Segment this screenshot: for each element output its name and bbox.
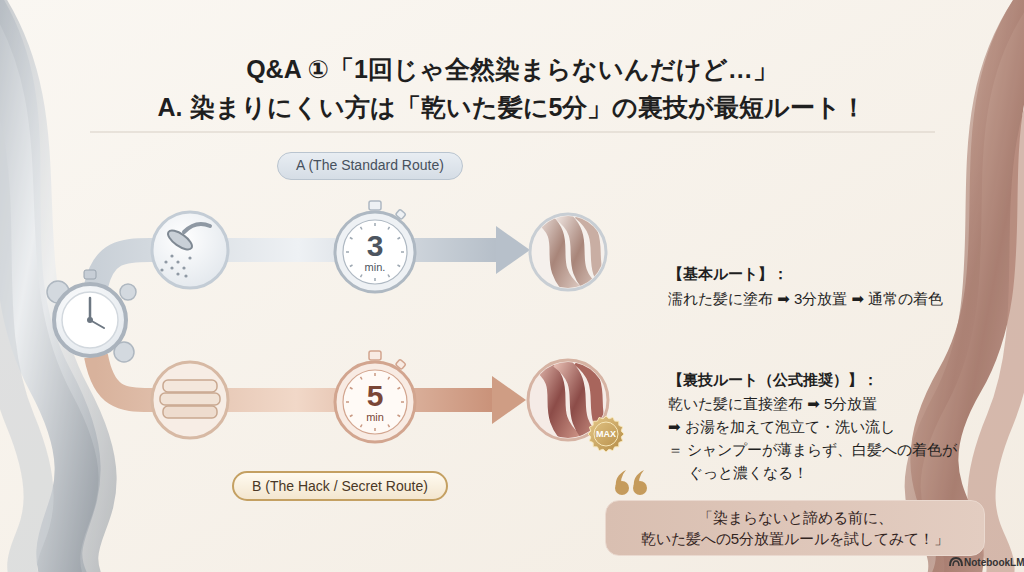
shower-icon bbox=[152, 212, 228, 288]
route-step: ➡ お湯を加えて泡立て・洗い流し bbox=[668, 415, 895, 438]
quote-marks bbox=[615, 470, 647, 495]
quote-box: 「染まらないと諦める前に、 乾いた髪への5分放置ルールを試してみて！」 bbox=[605, 500, 985, 556]
route-step: 濡れた髪に塗布 ➡ 3分放置 ➡ 通常の着色 bbox=[668, 287, 943, 310]
route-pill: A (The Standard Route) bbox=[277, 152, 463, 180]
stopwatch-text: 5 bbox=[367, 381, 384, 411]
stopwatch-text: min bbox=[366, 411, 384, 423]
route-heading: 【裏技ルート（公式推奨）】： bbox=[668, 368, 878, 391]
hair-right bbox=[913, 0, 1024, 572]
route-pill-text: B (The Hack / Secret Route) bbox=[252, 473, 428, 500]
watermark: NotebookLM bbox=[964, 557, 1024, 569]
stopwatch: 3min. bbox=[333, 210, 417, 294]
max-badge-text: MAX bbox=[596, 429, 616, 439]
notebooklm-logo bbox=[950, 558, 962, 566]
route-pill: B (The Hack / Secret Route) bbox=[232, 471, 448, 501]
subtitle: A. 染まりにくい方は「乾いた髪に5分」の裏技が最短ルート！ bbox=[0, 90, 1024, 124]
towel-icon bbox=[152, 362, 228, 438]
route-heading: 【基本ルート】： bbox=[668, 262, 788, 285]
route-result: ＝ シャンプーが薄まらず、白髪への着色が ぐっと濃くなる！ bbox=[668, 438, 1024, 484]
hair-swatch-standard bbox=[530, 214, 612, 292]
divider bbox=[90, 131, 935, 132]
stopwatch-text: min. bbox=[365, 261, 386, 273]
diagram-title: Q&A ①「1回じゃ全然染まらないんだけど…」 bbox=[0, 52, 1024, 86]
quote-box-text: 「染まらないと諦める前に、 乾いた髪への5分放置ルールを試してみて！」 bbox=[622, 507, 968, 549]
max-badge: MAX bbox=[589, 417, 623, 451]
route-pill-text: A (The Standard Route) bbox=[296, 153, 444, 178]
timer-icon bbox=[47, 270, 136, 362]
stopwatch: 5min bbox=[333, 360, 417, 444]
route-step: 乾いた髪に直接塗布 ➡ 5分放置 bbox=[668, 392, 877, 415]
stopwatch-text: 3 bbox=[367, 231, 384, 261]
